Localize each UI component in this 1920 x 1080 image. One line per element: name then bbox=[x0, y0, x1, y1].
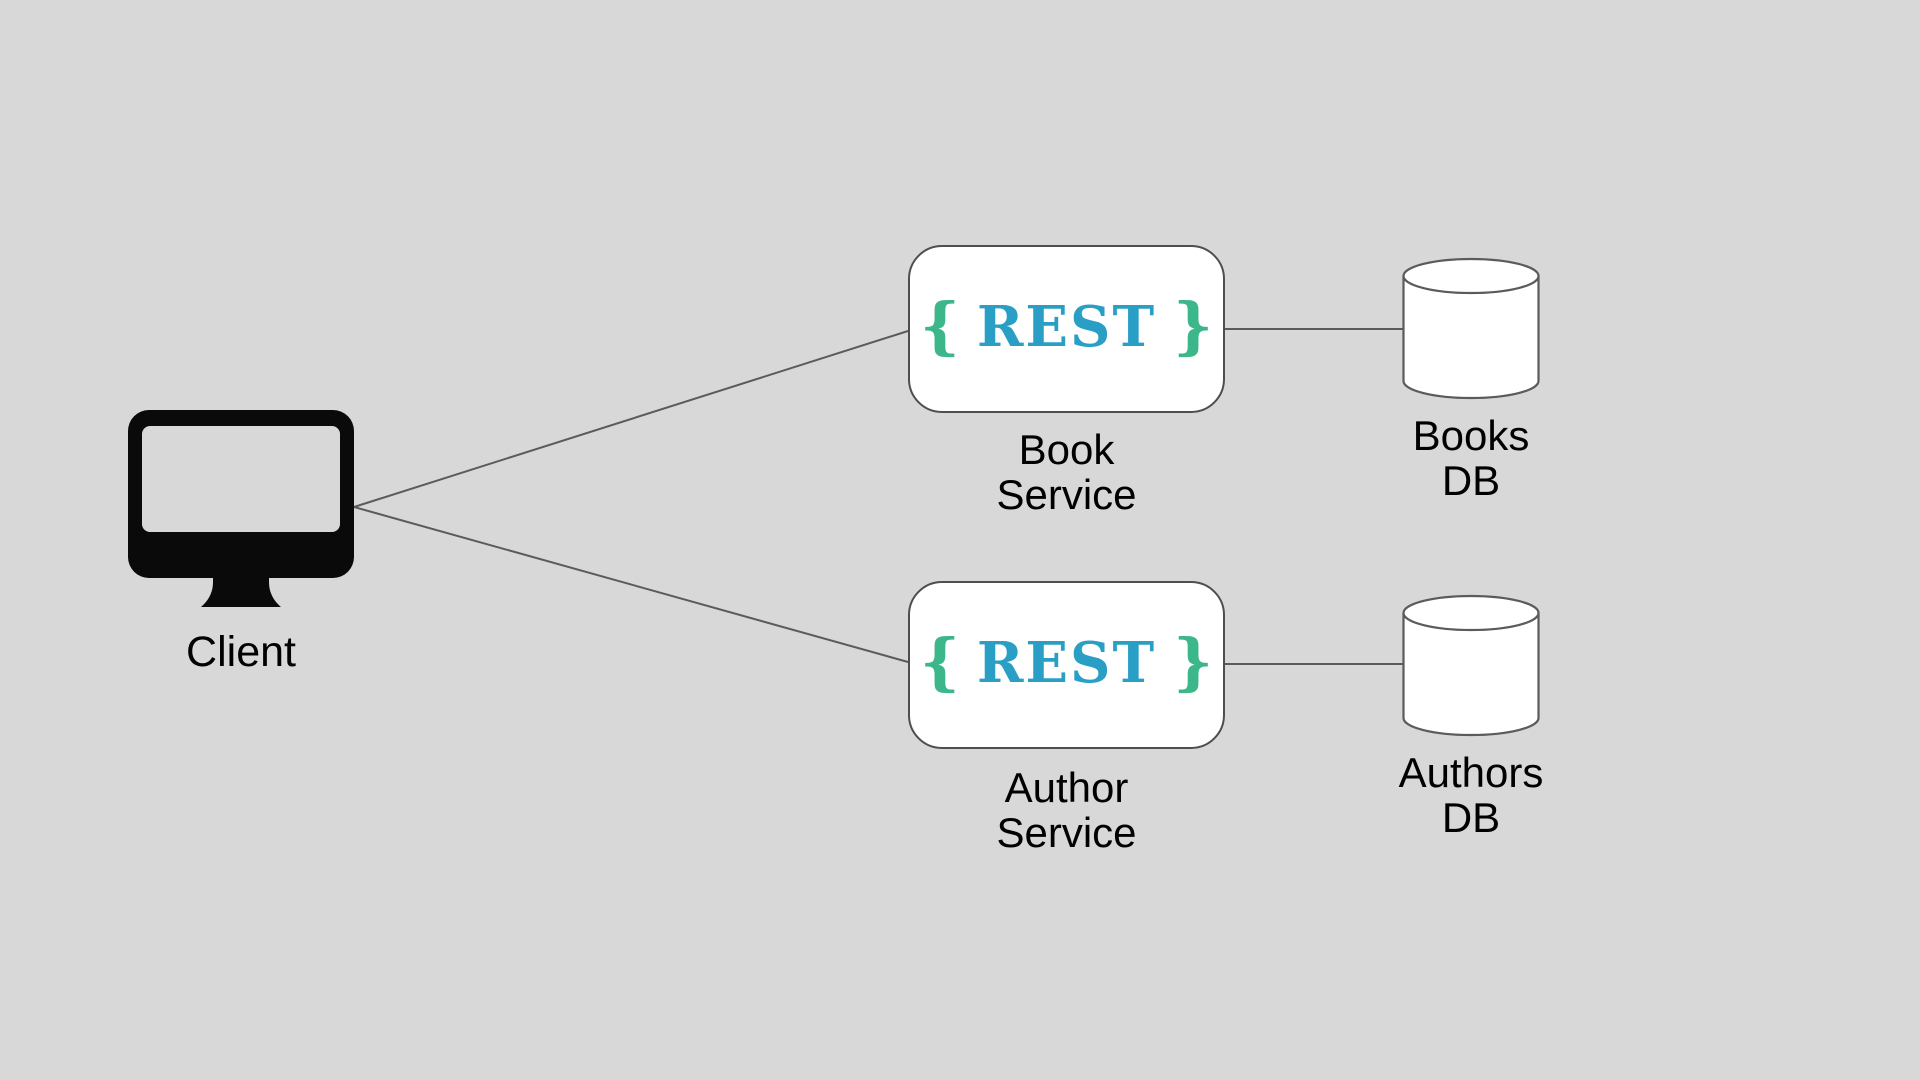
rest-logo-text: REST bbox=[976, 294, 1157, 360]
rest-logo-text: REST bbox=[976, 630, 1157, 696]
book-service-node: { REST } bbox=[908, 245, 1225, 413]
connector-client-author-service bbox=[353, 506, 909, 663]
books-db-label-line1: Books bbox=[1412, 412, 1530, 459]
rest-brace-close: } bbox=[1173, 625, 1214, 698]
book-service-label-line1: Book bbox=[1018, 426, 1115, 473]
author-service-label-line1: Author bbox=[1004, 764, 1129, 811]
author-service-label-line2: Service bbox=[996, 809, 1137, 856]
authors-db-label-line2: DB bbox=[1441, 794, 1501, 841]
books-database-cylinder-icon bbox=[1402, 257, 1540, 400]
client-label: Client bbox=[128, 630, 354, 675]
author-service-node: { REST } bbox=[908, 581, 1225, 749]
authors-database-cylinder-icon bbox=[1402, 594, 1540, 737]
authors-db-label-line1: Authors bbox=[1398, 749, 1544, 796]
book-service-label-line2: Service bbox=[996, 471, 1137, 518]
rest-brace-close: } bbox=[1173, 289, 1214, 362]
author-service-label: Author Service bbox=[908, 765, 1225, 855]
connector-client-book-service bbox=[353, 330, 909, 508]
books-db-label: Books DB bbox=[1351, 413, 1591, 503]
book-service-label: Book Service bbox=[908, 427, 1225, 517]
monitor-screen bbox=[142, 426, 340, 532]
client-label-text: Client bbox=[186, 628, 296, 676]
books-db-label-line2: DB bbox=[1441, 457, 1501, 504]
rest-brace-open: { bbox=[919, 625, 960, 698]
desktop-monitor-icon bbox=[128, 410, 354, 607]
monitor-stand bbox=[201, 576, 281, 607]
authors-db-label: Authors DB bbox=[1351, 750, 1591, 840]
rest-brace-open: { bbox=[919, 289, 960, 362]
